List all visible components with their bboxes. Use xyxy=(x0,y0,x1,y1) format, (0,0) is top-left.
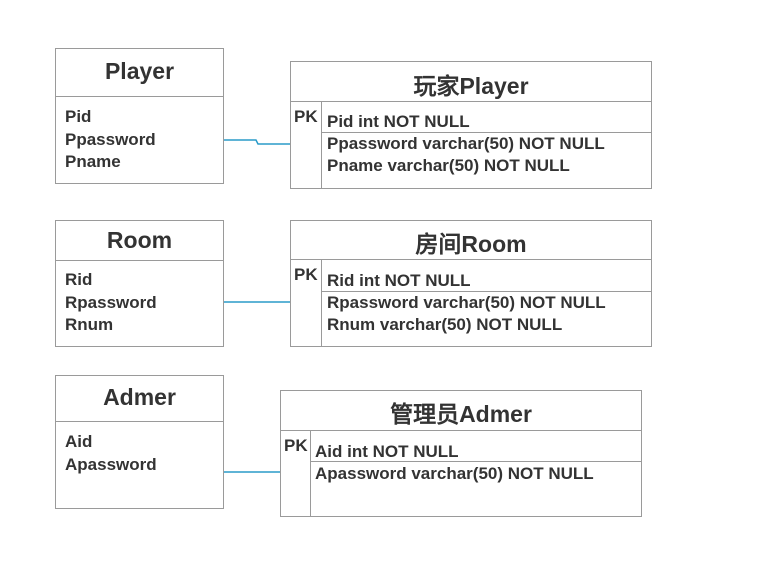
entity-attributes: Aid Apassword xyxy=(65,431,157,476)
attribute: Ppassword xyxy=(65,129,156,149)
entity-title: Player xyxy=(104,58,175,84)
table-player[interactable]: 玩家Player PK Pid int NOT NULL Ppassword v… xyxy=(290,61,652,189)
pk-label: PK xyxy=(284,436,308,455)
table-header-divider xyxy=(291,101,651,102)
table-title: 玩家Player xyxy=(413,73,529,99)
pk-field: Rid int NOT NULL xyxy=(327,271,471,290)
table-title: 管理员Admer xyxy=(390,401,532,427)
table-room[interactable]: 房间Room PK Rid int NOT NULL Rpassword var… xyxy=(290,220,652,347)
pk-label: PK xyxy=(294,107,318,126)
table-fields: Apassword varchar(50) NOT NULL xyxy=(315,463,594,485)
entity-player[interactable]: Player Pid Ppassword Pname xyxy=(55,48,224,184)
table-field: Rpassword varchar(50) NOT NULL xyxy=(327,293,606,312)
entity-room[interactable]: Room Rid Rpassword Rnum xyxy=(55,220,224,347)
attribute: Aid xyxy=(65,432,93,451)
pk-column-divider xyxy=(321,259,322,346)
table-header-divider xyxy=(291,259,651,260)
entity-title: Room xyxy=(106,227,173,253)
entity-divider xyxy=(56,260,223,261)
attribute: Rpassword xyxy=(65,292,157,312)
attribute: Apassword xyxy=(65,454,157,474)
table-field: Ppassword varchar(50) NOT NULL xyxy=(327,134,605,153)
table-fields: Ppassword varchar(50) NOT NULL Pname var… xyxy=(327,133,605,177)
table-admer[interactable]: 管理员Admer PK Aid int NOT NULL Apassword v… xyxy=(280,390,642,517)
pk-field: Pid int NOT NULL xyxy=(327,112,470,131)
pk-row-divider xyxy=(321,132,651,133)
connector-admer xyxy=(221,452,281,473)
entity-divider xyxy=(56,96,223,97)
pk-row-divider xyxy=(321,291,651,292)
pk-row-divider xyxy=(310,461,641,462)
attribute: Rid xyxy=(65,270,93,289)
table-fields: Rpassword varchar(50) NOT NULL Rnum varc… xyxy=(327,292,606,336)
connector-player xyxy=(224,139,291,145)
entity-attributes: Pid Ppassword Pname xyxy=(65,106,156,174)
table-field: Apassword varchar(50) NOT NULL xyxy=(315,464,594,483)
entity-attributes: Rid Rpassword Rnum xyxy=(65,269,157,337)
attribute: Rnum xyxy=(65,315,114,334)
pk-column-divider xyxy=(310,430,311,516)
pk-field: Aid int NOT NULL xyxy=(315,442,459,461)
pk-column-divider xyxy=(321,101,322,188)
table-field: Pname varchar(50) NOT NULL xyxy=(327,156,570,175)
attribute: Pid xyxy=(65,107,92,126)
table-field: Rnum varchar(50) NOT NULL xyxy=(327,315,563,334)
pk-label: PK xyxy=(294,265,318,284)
table-title: 房间Room xyxy=(415,231,527,257)
entity-admer[interactable]: Admer Aid Apassword xyxy=(55,375,224,509)
entity-divider xyxy=(56,421,223,422)
entity-title: Admer xyxy=(103,384,176,410)
table-header-divider xyxy=(281,430,641,431)
attribute: Pname xyxy=(65,152,121,171)
